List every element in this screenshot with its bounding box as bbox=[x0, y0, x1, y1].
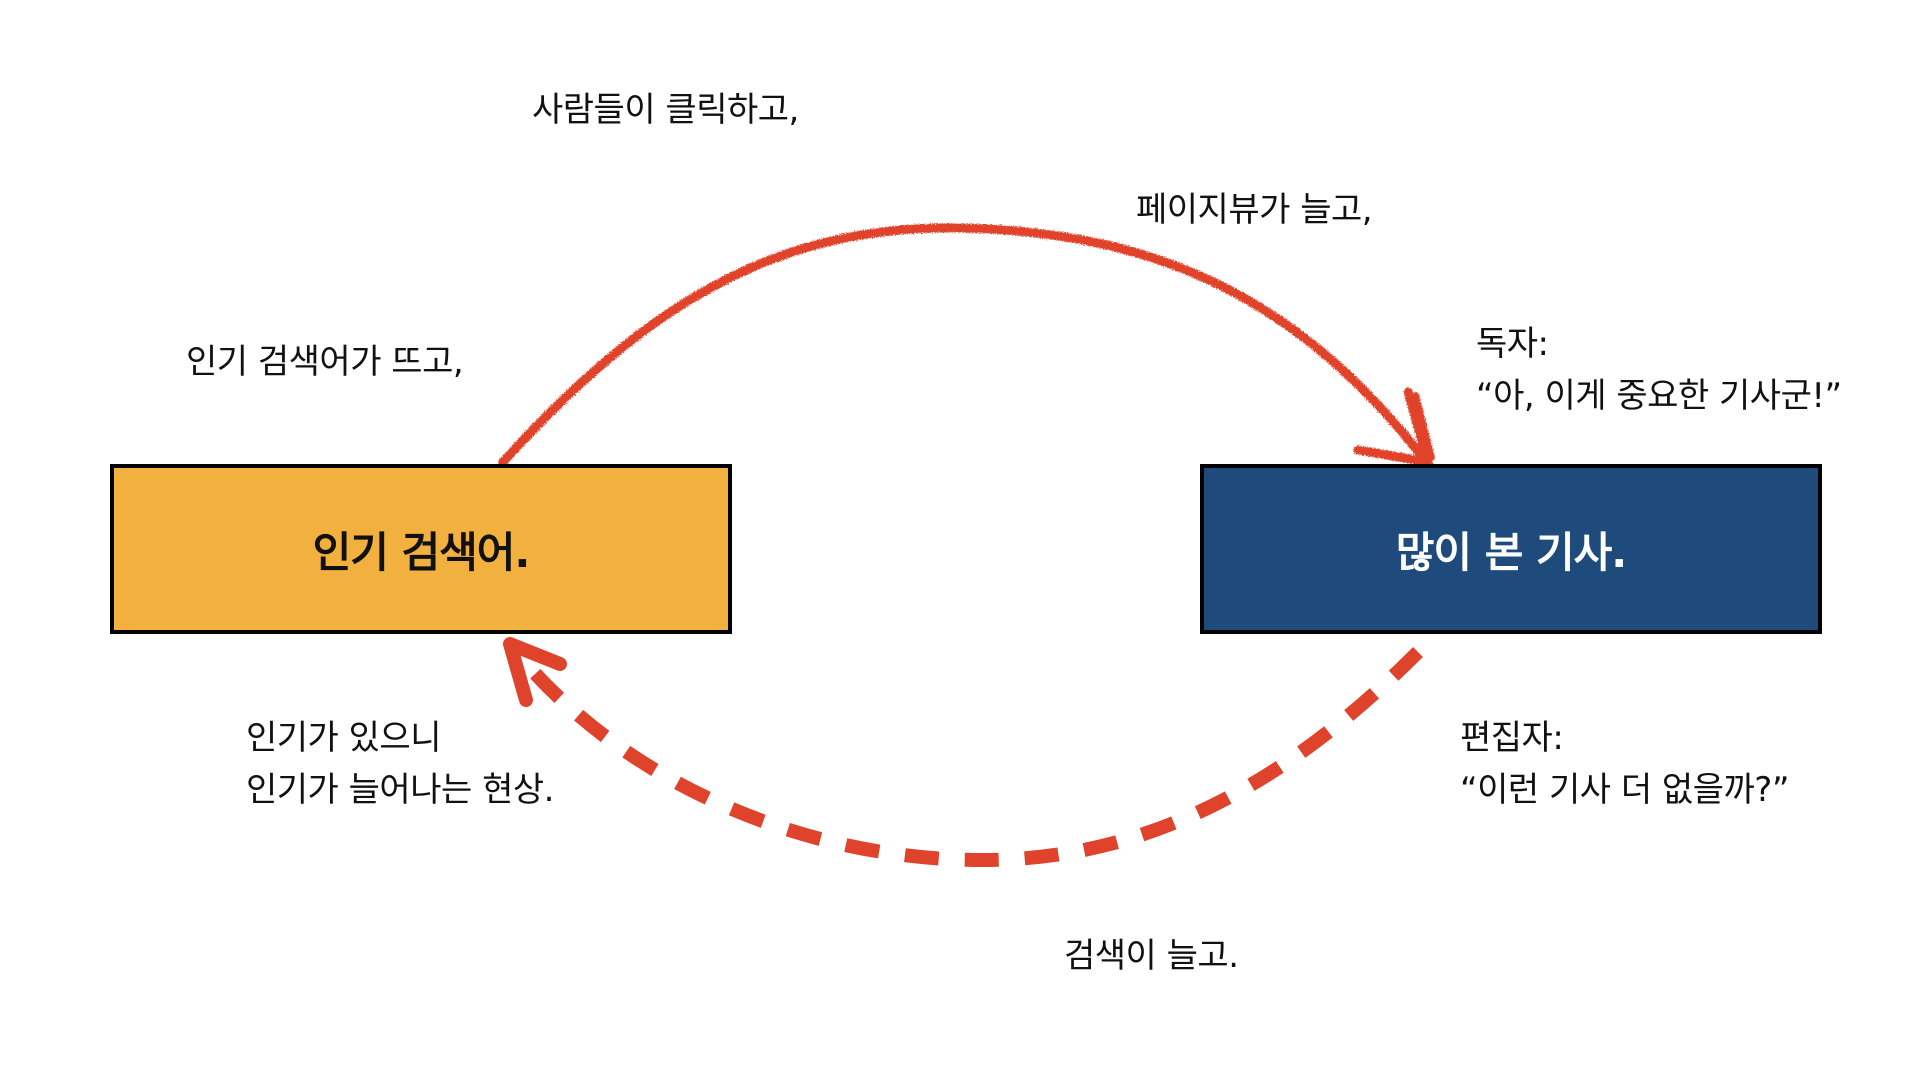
label-search-term-trends: 인기 검색어가 뜨고, bbox=[186, 342, 464, 382]
popular-search-terms-label: 인기 검색어. bbox=[312, 527, 531, 577]
reader-quote-text: “아, 이게 중요한 기사군!” bbox=[1476, 376, 1842, 416]
popular-search-terms-box: 인기 검색어. bbox=[110, 464, 732, 634]
popularity-line-2: 인기가 늘어나는 현상. bbox=[246, 770, 554, 810]
top-arrow-curve bbox=[498, 223, 1430, 467]
bottom-arrow-head bbox=[503, 637, 567, 707]
label-editor-quote: 편집자: “이런 기사 더 없을까?” bbox=[1460, 712, 1789, 816]
editor-speaker: 편집자: bbox=[1460, 718, 1564, 758]
top-curved-arrow bbox=[498, 223, 1435, 467]
label-people-click: 사람들이 클릭하고, bbox=[532, 90, 799, 130]
bottom-dashed-arrow bbox=[503, 637, 1423, 868]
label-reader-quote: 독자: “아, 이게 중요한 기사군!” bbox=[1476, 318, 1842, 422]
top-arrow-head-stroke bbox=[1413, 392, 1435, 461]
popularity-line-1: 인기가 있으니 bbox=[246, 718, 441, 758]
label-pageviews-increase: 페이지뷰가 늘고, bbox=[1136, 190, 1373, 230]
top-arrow-head bbox=[1353, 387, 1433, 467]
most-viewed-articles-label: 많이 본 기사. bbox=[1395, 527, 1627, 577]
reader-speaker: 독자: bbox=[1476, 324, 1549, 364]
label-search-increases: 검색이 늘고. bbox=[1064, 936, 1239, 976]
most-viewed-articles-box: 많이 본 기사. bbox=[1200, 464, 1822, 634]
label-popularity-phenomenon: 인기가 있으니 인기가 늘어나는 현상. bbox=[246, 712, 554, 816]
bottom-arrow-curve bbox=[524, 647, 1423, 868]
editor-quote-text: “이런 기사 더 없을까?” bbox=[1460, 770, 1789, 810]
